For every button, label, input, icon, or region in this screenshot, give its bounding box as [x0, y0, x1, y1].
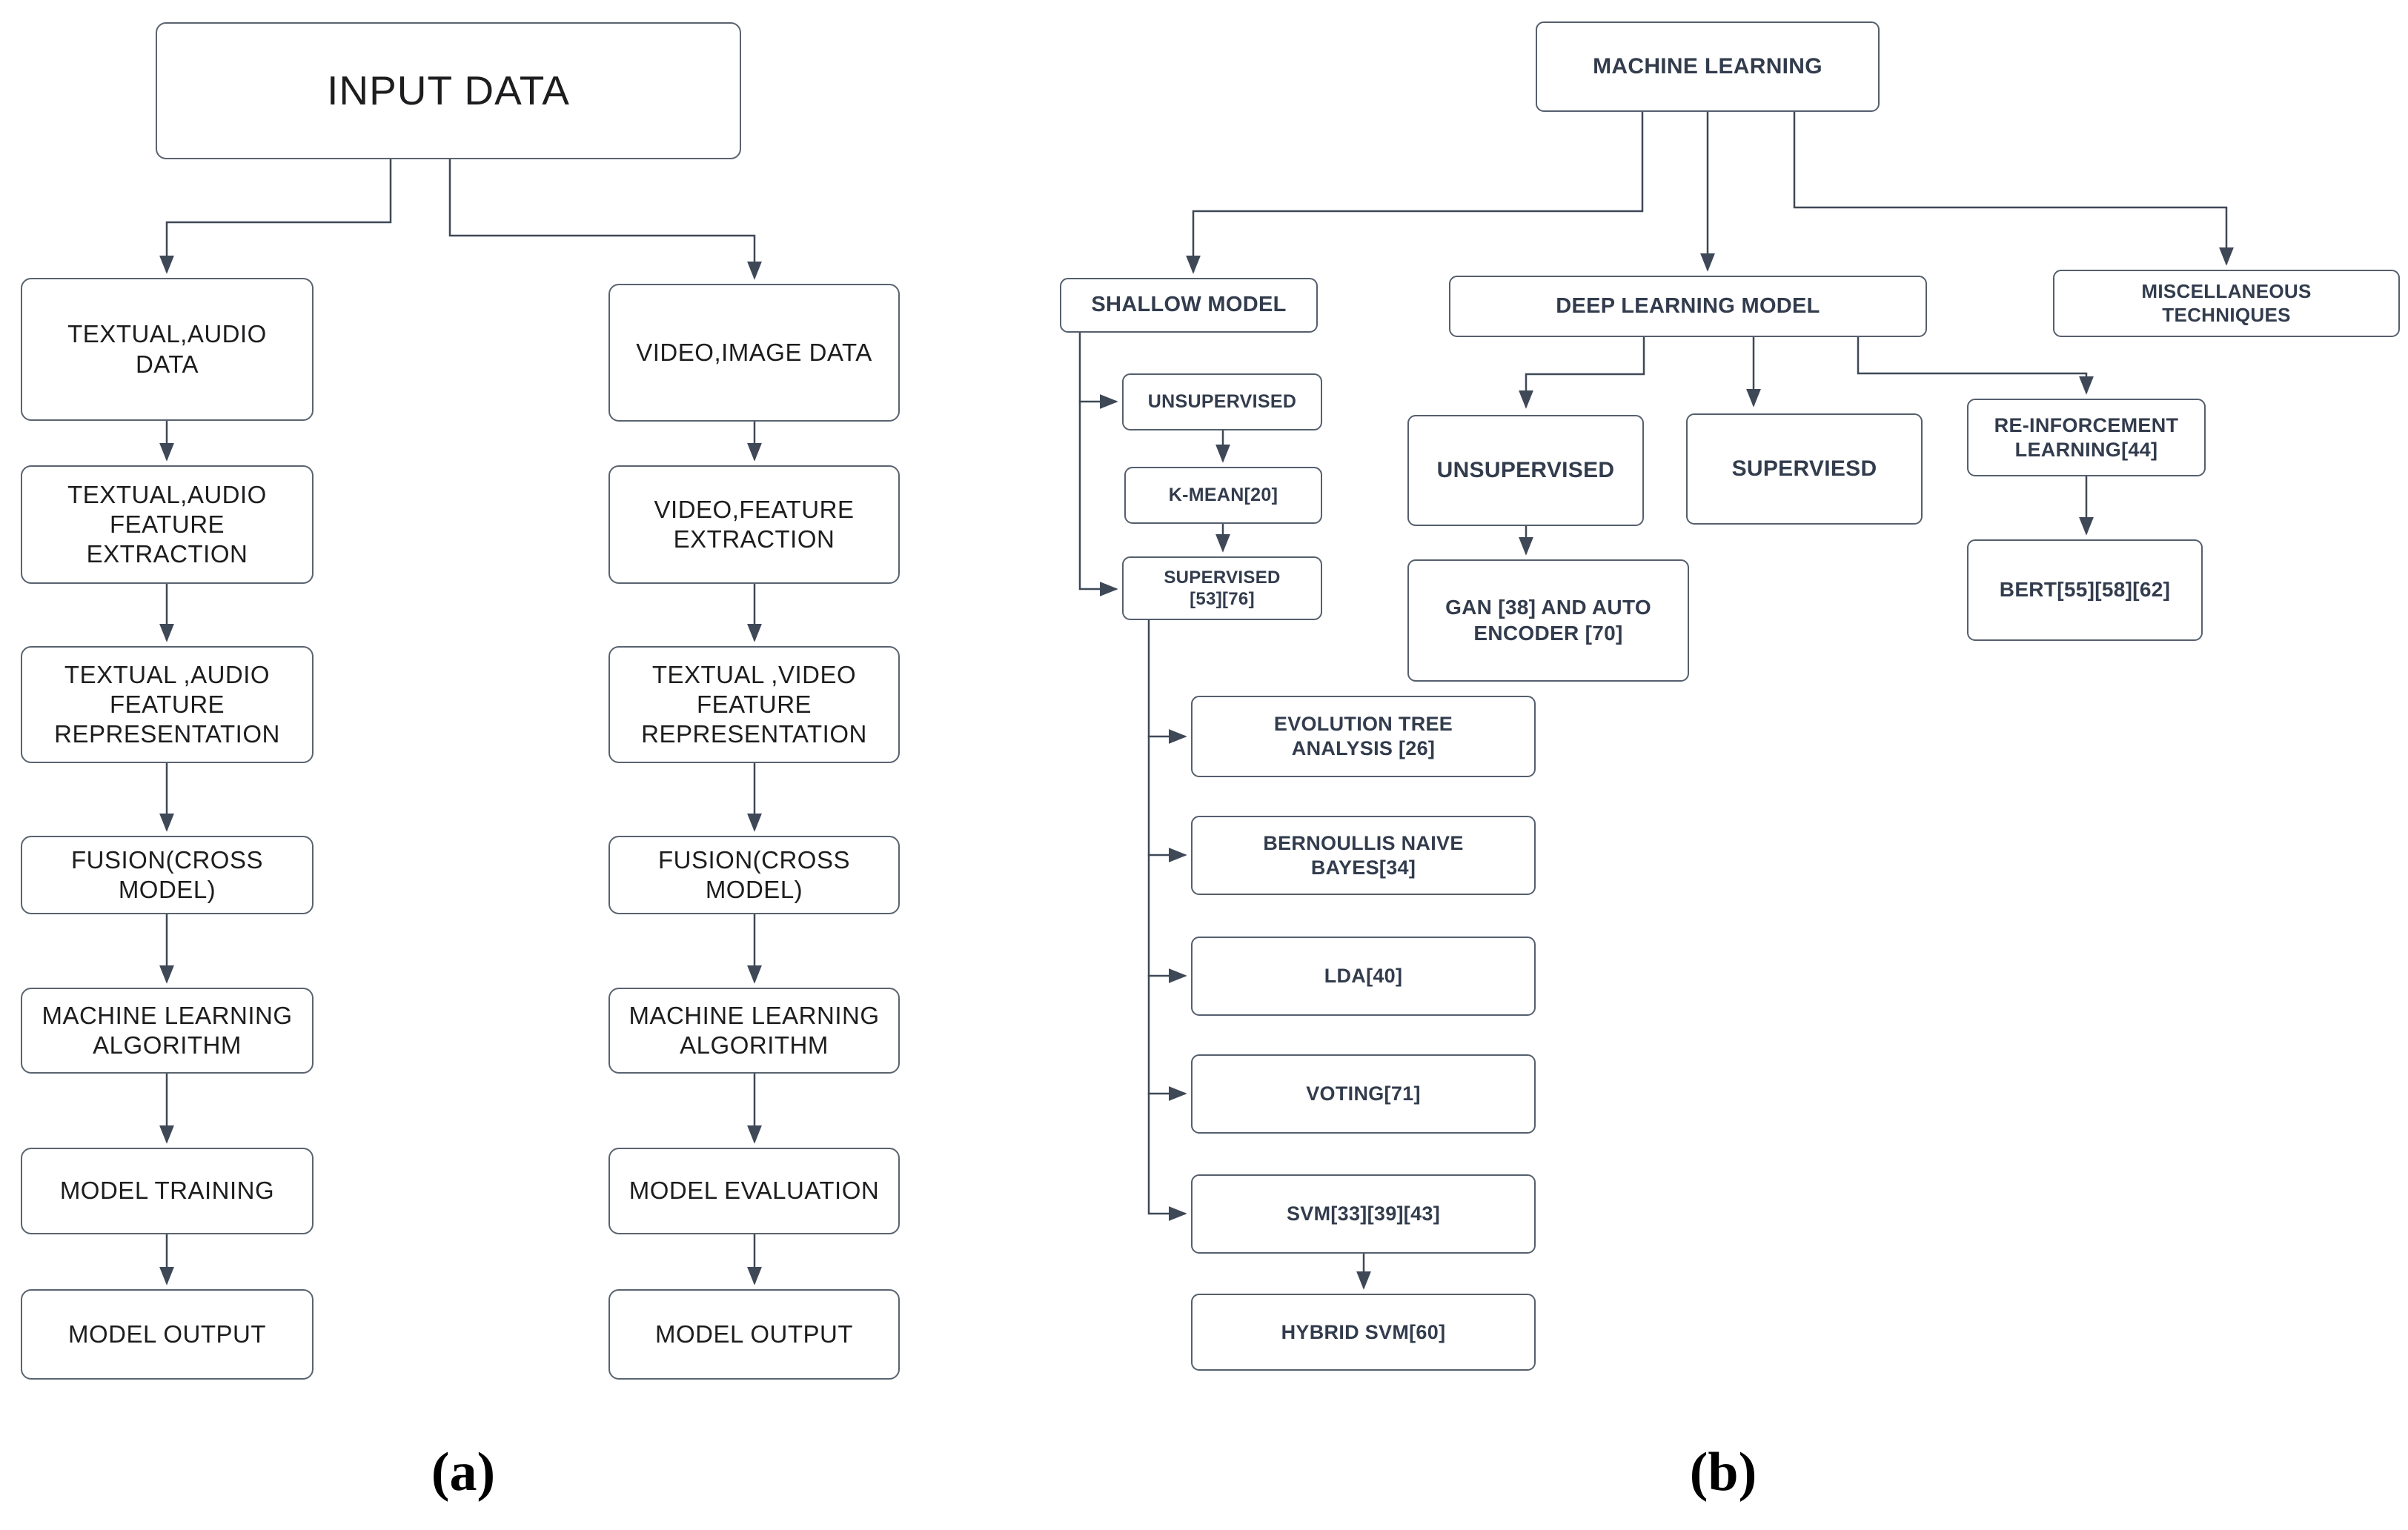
- edge-shallow-spine-to-supervised: [1078, 331, 1118, 596]
- node-machine-learning-algorithm-left: MACHINE LEARNING ALGORITHM: [21, 988, 314, 1074]
- node-fusion-cross-model-left: FUSION(CROSS MODEL): [21, 836, 314, 914]
- edge-ml-to-misc: [1793, 110, 2234, 266]
- node-gan-autoencoder: GAN [38] AND AUTO ENCODER [70]: [1407, 559, 1689, 682]
- node-machine-learning-algorithm-right: MACHINE LEARNING ALGORITHM: [608, 988, 900, 1074]
- node-model-output-right: MODEL OUTPUT: [608, 1289, 900, 1380]
- node-machine-learning: MACHINE LEARNING: [1536, 21, 1880, 112]
- edge-deep-to-unsupervised: [1519, 336, 1645, 409]
- edge-input-to-textual-audio: [159, 158, 392, 274]
- node-input-data: INPUT DATA: [156, 22, 741, 159]
- edge-supervised-spine-to-svm: [1147, 619, 1187, 1221]
- node-reinforcement-learning: RE-INFORCEMENT LEARNING[44]: [1967, 399, 2206, 476]
- node-voting: VOTING[71]: [1191, 1054, 1536, 1134]
- node-svm: SVM[33][39][43]: [1191, 1174, 1536, 1254]
- node-model-evaluation: MODEL EVALUATION: [608, 1148, 900, 1234]
- node-evolution-tree-analysis: EVOLUTION TREE ANALYSIS [26]: [1191, 696, 1536, 777]
- node-bernoullis-naive-bayes: BERNOULLIS NAIVE BAYES[34]: [1191, 816, 1536, 895]
- node-bert: BERT[55][58][62]: [1967, 539, 2203, 641]
- node-shallow-model: SHALLOW MODEL: [1060, 278, 1318, 333]
- panel-b-label: (b): [1689, 1442, 1757, 1503]
- node-model-training: MODEL TRAINING: [21, 1148, 314, 1234]
- panel-a-label: (a): [431, 1442, 496, 1503]
- node-video-image-data: VIDEO,IMAGE DATA: [608, 284, 900, 422]
- node-miscellaneous-techniques: MISCELLANEOUS TECHNIQUES: [2053, 270, 2400, 337]
- edge-input-to-video-image: [448, 158, 762, 280]
- node-lda: LDA[40]: [1191, 937, 1536, 1016]
- node-hybrid-svm: HYBRID SVM[60]: [1191, 1294, 1536, 1371]
- node-unsupervised-shallow: UNSUPERVISED: [1122, 373, 1322, 430]
- edge-deep-to-reinforcement: [1857, 336, 2094, 395]
- node-textual-audio-data: TEXTUAL,AUDIO DATA: [21, 278, 314, 421]
- node-textual-audio-feature-extraction: TEXTUAL,AUDIO FEATURE EXTRACTION: [21, 465, 314, 584]
- node-deep-learning-model: DEEP LEARNING MODEL: [1449, 276, 1927, 337]
- edge-ml-to-shallow: [1186, 110, 1644, 274]
- node-textual-video-feature-representation: TEXTUAL ,VIDEO FEATURE REPRESENTATION: [608, 646, 900, 763]
- node-video-feature-extraction: VIDEO,FEATURE EXTRACTION: [608, 465, 900, 584]
- node-superviesd: SUPERVIESD: [1686, 413, 1923, 525]
- node-model-output-left: MODEL OUTPUT: [21, 1289, 314, 1380]
- node-k-mean: K-MEAN[20]: [1124, 467, 1322, 524]
- node-textual-audio-feature-representation: TEXTUAL ,AUDIO FEATURE REPRESENTATION: [21, 646, 314, 763]
- node-unsupervised-deep: UNSUPERVISED: [1407, 415, 1644, 526]
- node-supervised: SUPERVISED [53][76]: [1122, 556, 1322, 620]
- node-fusion-cross-model-right: FUSION(CROSS MODEL): [608, 836, 900, 914]
